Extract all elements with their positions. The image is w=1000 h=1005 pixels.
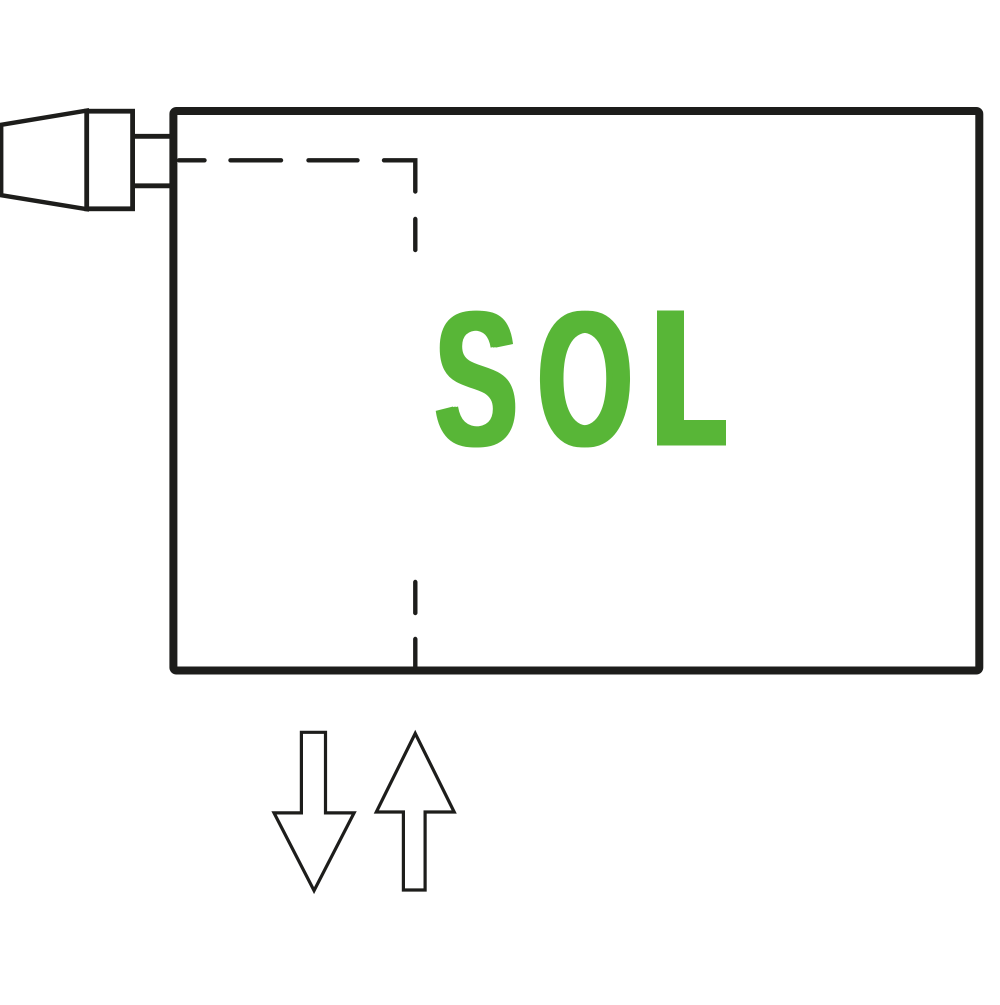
svg-text:S: S bbox=[432, 272, 515, 487]
svg-text:S: S bbox=[437, 272, 520, 487]
svg-text:S: S bbox=[435, 272, 518, 487]
svg-text:O: O bbox=[535, 272, 629, 488]
svg-text:O: O bbox=[538, 272, 632, 488]
svg-text:O: O bbox=[541, 272, 635, 488]
